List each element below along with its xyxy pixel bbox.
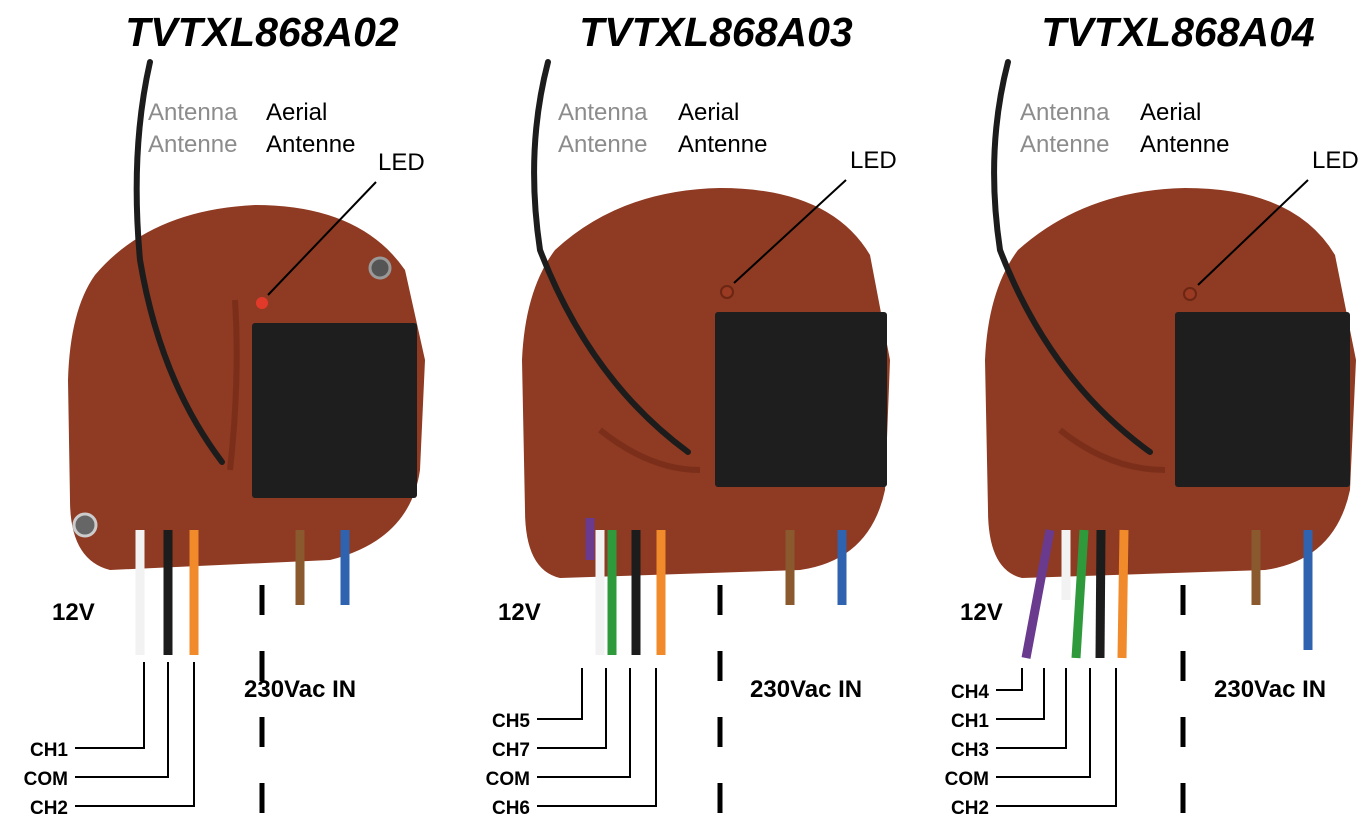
led-indicator [1183,287,1197,301]
channel-leader [996,668,1067,749]
module-title: TVTXL868A03 [579,9,853,55]
low-voltage-label: 12V [498,599,541,626]
led-label: LED [1312,147,1359,174]
antenna-label: Aerial [678,99,739,126]
wire-orange [1117,529,1129,659]
board-ridge [227,299,240,471]
low-voltage-label: 12V [960,599,1003,626]
antenna-label-grey: Antenna [558,99,648,126]
antenna-label: Antenne [678,131,767,158]
channel-leader [75,662,195,807]
led-leader-line [733,179,847,284]
antenna-label-grey: Antenne [558,131,647,158]
channel-label: CH1 [951,711,989,732]
antenna-label: Aerial [266,99,327,126]
led-indicator [256,297,268,309]
channel-leader [537,668,583,720]
wire-purple [1021,529,1055,659]
mains-label: 230Vac IN [1214,676,1326,703]
led-indicator [720,285,734,299]
channel-label: CH5 [492,711,530,732]
antenna-label-grey: Antenna [1020,99,1110,126]
antenna-wire [133,59,225,465]
channel-label: COM [945,769,989,790]
channel-leader [996,668,1045,720]
antenna-label: Antenne [1140,131,1229,158]
mains-label: 230Vac IN [750,676,862,703]
channel-leader [537,668,607,749]
antenna-label: Antenne [266,131,355,158]
channel-leader [537,668,631,778]
channel-leader [75,662,169,778]
mounting-hole [72,512,98,538]
led-label: LED [378,149,425,176]
board-ridge [598,427,701,473]
mounting-hole [368,256,392,280]
channel-label: CH2 [951,798,989,818]
antenna-label-grey: Antenne [1020,131,1109,158]
low-voltage-label: 12V [52,599,95,626]
led-leader-line [267,181,377,296]
antenna-label-grey: Antenne [148,131,237,158]
channel-leader [996,668,1023,691]
antenna-wire [531,59,691,455]
module-tvtxl868a04: TVTXL868A04 Antenna Antenne Aerial Anten… [945,9,1359,818]
channel-label: COM [486,769,530,790]
antenna-label-grey: Antenna [148,99,238,126]
channel-leader [996,668,1117,807]
module-title: TVTXL868A04 [1041,9,1315,55]
board-ridge [1058,427,1166,473]
channel-leader [75,662,145,749]
module-tvtxl868a02: TVTXL868A02 Antenna Antenne Aerial Anten… [24,9,425,818]
channel-leader [996,668,1091,778]
channel-leader [537,668,657,807]
relay-block [715,312,887,487]
antenna-wire [991,59,1153,455]
module-title: TVTXL868A02 [125,9,399,55]
relay-block [252,323,417,498]
led-label: LED [850,147,897,174]
channel-label: CH3 [951,740,989,761]
led-leader-line [1197,179,1309,286]
channel-label: COM [24,769,68,790]
channel-label: CH6 [492,798,530,818]
channel-label: CH2 [30,798,68,818]
wire-green [1071,529,1089,659]
antenna-label: Aerial [1140,99,1201,126]
channel-label: CH4 [951,682,989,703]
module-tvtxl868a03: TVTXL868A03 Antenna Antenne Aerial Anten… [486,9,897,818]
wire-black [1095,529,1106,659]
relay-block [1175,312,1350,487]
channel-label: CH1 [30,740,68,761]
channel-label: CH7 [492,740,530,761]
